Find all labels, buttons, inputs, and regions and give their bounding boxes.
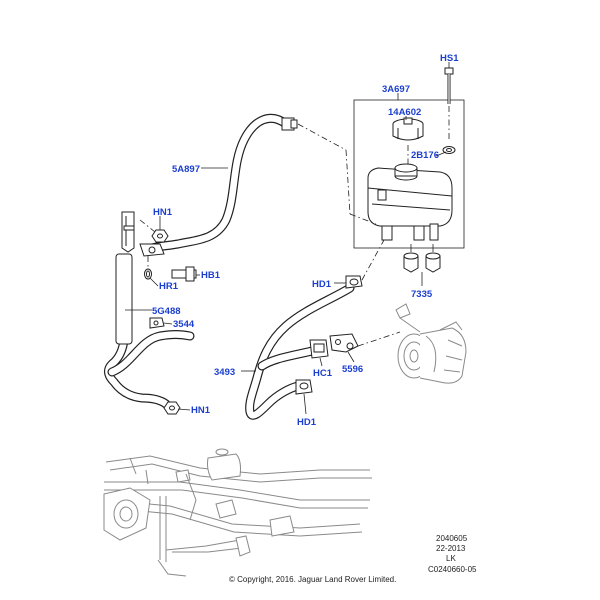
reservoir-group-box [353, 99, 465, 249]
steering-pump [395, 303, 467, 384]
label-hn1-bottom: HN1 [191, 405, 211, 416]
label-5596: 5596 [342, 364, 363, 375]
hose-5a897 [147, 114, 298, 253]
label-3544: 3544 [173, 319, 195, 330]
label-hd1-bottom: HD1 [297, 417, 317, 428]
bracket-5g488 [121, 211, 135, 253]
label-3493: 3493 [214, 367, 235, 378]
label-hr1: HR1 [159, 281, 179, 292]
nut-hn1-top [151, 229, 169, 243]
clamp-hd1-bottom [295, 379, 313, 395]
clamp-hd1-top [345, 275, 363, 289]
drawing-code-2: 22-2013 [436, 544, 466, 553]
label-14a602: 14A602 [388, 107, 421, 118]
hose-3493 [245, 283, 355, 420]
label-hd1-top: HD1 [312, 279, 332, 290]
vehicle-overview-thumbnail [103, 448, 372, 577]
clamp-hc1 [309, 339, 329, 359]
clips-7335 [403, 252, 441, 273]
bracket-5596 [329, 333, 359, 353]
bolt-hb1 [171, 266, 197, 282]
label-2b176: 2B176 [411, 150, 439, 161]
cooler-pipe-5g488 [104, 253, 195, 409]
nut-hn1-bottom [163, 401, 181, 415]
leader-lines [125, 62, 450, 415]
label-5a897: 5A897 [172, 164, 200, 175]
label-3a697: 3A697 [382, 84, 410, 95]
bolt-hs1 [444, 67, 454, 104]
grommet-2b176 [442, 146, 456, 154]
reservoir-cap-14a602 [392, 117, 424, 141]
label-hs1: HS1 [440, 53, 459, 64]
pipe-fitting-3544 [149, 317, 165, 329]
label-hn1-top: HN1 [153, 207, 173, 218]
label-5g488: 5G488 [152, 306, 181, 317]
label-hc1: HC1 [313, 368, 333, 379]
label-hb1: HB1 [201, 270, 221, 281]
oring-hr1 [144, 268, 152, 280]
label-7335: 7335 [411, 289, 433, 300]
hose-end-connector [139, 243, 165, 257]
reservoir-3a697 [367, 163, 453, 241]
drawing-code-3: LK [446, 554, 456, 563]
drawing-code-4: C0240660-05 [428, 565, 477, 574]
copyright-notice: © Copyright, 2016. Jaguar Land Rover Lim… [229, 575, 396, 584]
drawing-code-1: 2040605 [436, 534, 468, 543]
